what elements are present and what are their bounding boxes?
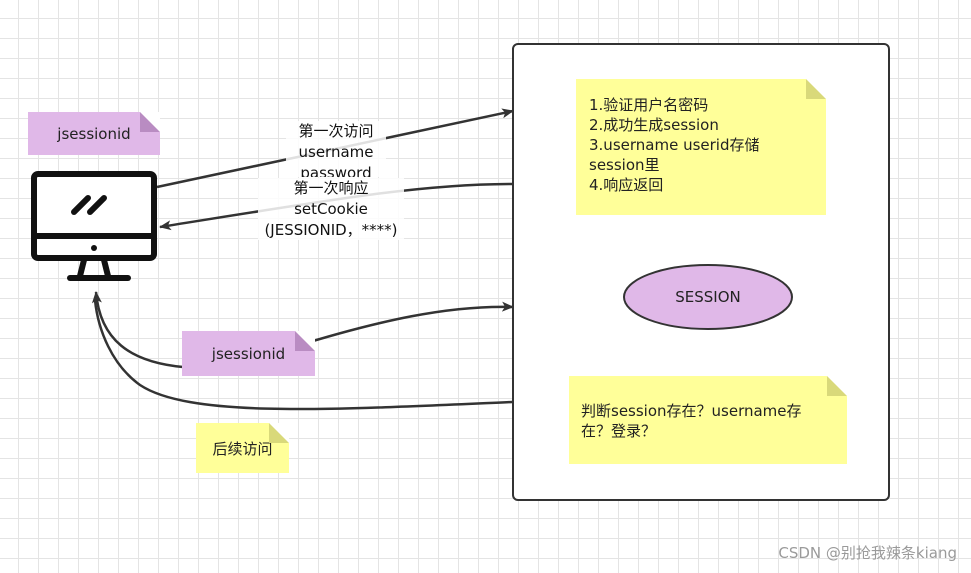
first-request-line1: 第一次访问 (298, 122, 374, 140)
server-step-3-cont: session里 (589, 156, 660, 174)
client-cookie-label: jsessionid (57, 124, 131, 143)
first-response-line1: 第一次响应 (293, 179, 369, 197)
session-check-line2: 在？登录？ (581, 422, 657, 440)
request-cookie-note: jsessionid (182, 331, 315, 376)
server-step-3: 3.username userid存储 (589, 136, 760, 154)
watermark: CSDN @别抢我辣条kiang (778, 544, 957, 562)
first-response-label: 第一次响应 setCookie (JESSIONID，****) (258, 178, 404, 240)
later-request-arrow (93, 299, 513, 411)
session-check-line1: 判断session存在？username存 (581, 402, 802, 420)
session-check-note: 判断session存在？username存 在？登录？ (569, 376, 847, 464)
first-response-line3: (JESSIONID，****) (264, 221, 398, 239)
later-access-note: 后续访问 (196, 423, 289, 473)
first-request-line2: username (298, 143, 374, 161)
cookie-request-arrow (289, 301, 514, 350)
session-label: SESSION (675, 288, 741, 306)
server-step-2: 2.成功生成session (589, 116, 719, 134)
note-fold (295, 331, 315, 351)
server-step-4: 4.响应返回 (589, 176, 664, 194)
computer-icon (31, 171, 157, 281)
note-fold (269, 423, 289, 443)
cookie-return-curve (91, 291, 184, 369)
server-steps-note: 1.验证用户名密码 2.成功生成session 3.username useri… (576, 79, 826, 215)
client-cookie-note: jsessionid (28, 112, 160, 155)
first-request-line3: password (300, 164, 372, 177)
request-cookie-label: jsessionid (211, 344, 286, 363)
session-ellipse (623, 264, 793, 330)
note-fold (806, 79, 826, 99)
first-response-line2: setCookie (294, 200, 368, 218)
first-request-label: 第一次访问 username password (286, 121, 386, 177)
note-fold (140, 112, 160, 132)
server-step-1: 1.验证用户名密码 (589, 96, 709, 114)
note-fold (827, 376, 847, 396)
later-access-label: 后续访问 (212, 439, 273, 458)
